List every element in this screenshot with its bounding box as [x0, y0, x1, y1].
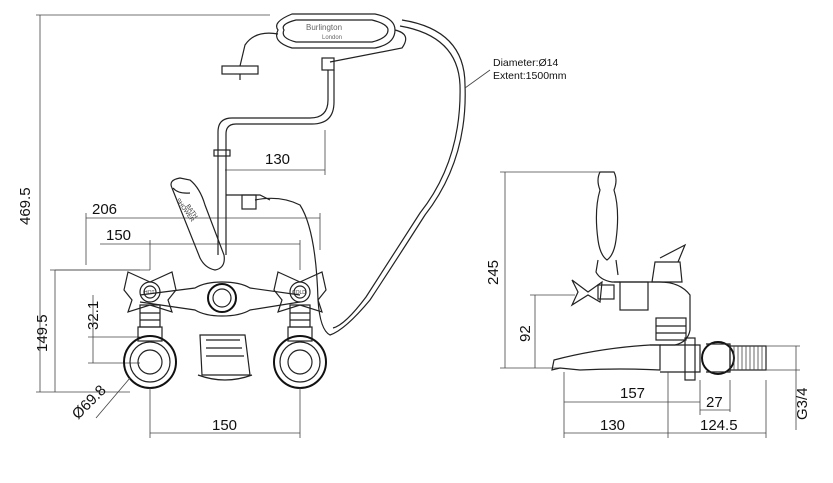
- hot-valve: HOT: [123, 271, 177, 389]
- side-cross-handle: [570, 279, 615, 307]
- dim-92: 92: [517, 325, 534, 342]
- side-wall-fitting: [660, 337, 767, 381]
- side-body: [614, 243, 691, 346]
- dim-150-top: 150: [106, 227, 131, 244]
- dimension-thread: G3/4: [766, 345, 811, 430]
- front-view: 469.5 149.5 32.1 206 150: [17, 13, 567, 438]
- hose-extent: Extent:1500mm: [493, 70, 567, 82]
- dim-124-5: 124.5: [700, 417, 738, 434]
- dimension-130-124-5: 130 124.5: [564, 372, 767, 438]
- dimension-27: 27: [699, 380, 731, 415]
- side-view: 245 92: [485, 171, 811, 438]
- dimension-150-bottom: 150: [149, 388, 301, 438]
- dimension-32-1: 32.1: [85, 295, 140, 364]
- dim-469-5: 469.5: [17, 187, 34, 225]
- dim-149-5: 149.5: [34, 314, 51, 352]
- diverter-lever: SHOWER BATH: [170, 177, 225, 271]
- hot-label: HOT: [144, 290, 155, 296]
- brand-location: London: [322, 35, 342, 41]
- brand-name: Burlington: [306, 23, 342, 32]
- dim-130-side: 130: [600, 417, 625, 434]
- cold-valve: COLD: [273, 271, 327, 389]
- dimension-157: 157: [563, 372, 700, 438]
- shower-handset: Burlington London: [221, 13, 407, 80]
- shower-hose: Diameter:Ø14 Extent:1500mm: [254, 19, 567, 336]
- dim-157: 157: [620, 385, 645, 402]
- cold-label: COLD: [292, 290, 306, 296]
- tap-body: [55, 269, 301, 381]
- dim-130-hose: 130: [265, 151, 290, 168]
- hose-diameter: Diameter:Ø14: [493, 57, 559, 69]
- dimension-92: 92: [517, 294, 575, 368]
- dim-69-8: Ø69.8: [69, 382, 110, 423]
- dim-g3-4: G3/4: [794, 387, 811, 420]
- dimension-206: 206: [85, 201, 321, 265]
- dim-150-bottom: 150: [212, 417, 237, 434]
- dim-206: 206: [92, 201, 117, 218]
- side-spout: [551, 344, 661, 371]
- dimension-150-top: 150: [100, 227, 301, 270]
- side-lever: [595, 171, 620, 283]
- riser-pipe: [213, 70, 335, 255]
- dimension-130-hose: 130: [225, 130, 326, 175]
- dim-32-1: 32.1: [85, 301, 102, 330]
- dim-245: 245: [485, 260, 502, 285]
- dimension-245: 245: [485, 171, 605, 369]
- dim-27: 27: [706, 394, 723, 411]
- dimension-flange-diameter: Ø69.8: [69, 377, 131, 423]
- dimension-total-height: 469.5: [17, 14, 270, 393]
